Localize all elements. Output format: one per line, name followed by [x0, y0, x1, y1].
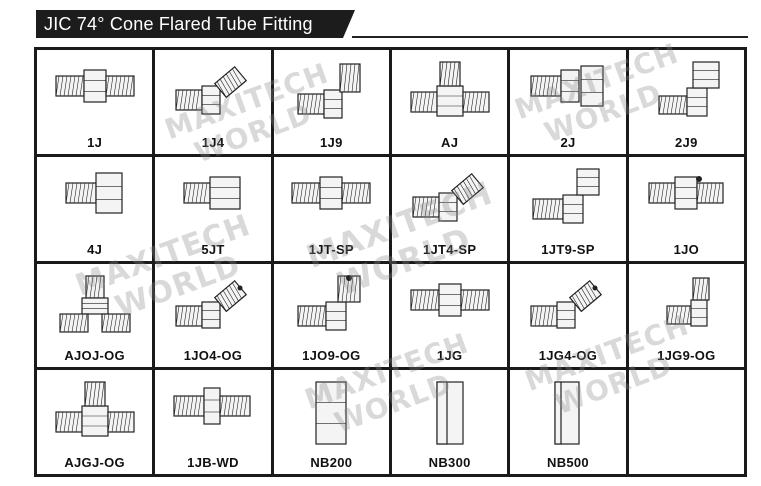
fitting-drawing-icon	[55, 69, 135, 103]
fitting-drawing-icon	[55, 381, 135, 437]
fitting-cell-1jg9-og: 1JG9-OG	[628, 263, 744, 368]
fitting-cell-4j: 4J	[37, 156, 153, 261]
fitting-code-label: NB300	[428, 455, 471, 470]
fitting-cell-1jt4-sp: 1JT4-SP	[392, 156, 508, 261]
fitting-code-label: 1JG9-OG	[657, 348, 716, 364]
fitting-code-label: NB200	[310, 455, 353, 470]
fitting-code-label: 1J	[87, 134, 103, 150]
fitting-cell-1jg4-og: 1JG4-OG	[510, 263, 626, 368]
fitting-cell-ajgj-og: AJGJ-OG	[37, 370, 153, 474]
fitting-drawing-icon	[297, 274, 361, 331]
fitting-drawing-icon	[59, 274, 131, 333]
fitting-drawing-icon	[554, 381, 580, 445]
fitting-cell-nb500: NB500	[510, 370, 626, 474]
fitting-drawing-icon	[532, 168, 600, 224]
fitting-code-label: 1JT-SP	[308, 241, 354, 257]
fitting-code-label: 1JG4-OG	[538, 348, 598, 364]
fitting-cell-1jt-sp: 1JT-SP	[273, 156, 389, 261]
fitting-drawing-icon	[291, 176, 371, 210]
fitting-code-label: AJOJ-OG	[64, 348, 125, 364]
fitting-grid-cells: 1J 1J4 1J9 AJ 2J 2J9 4J 5JT 1JT-SP 1JT4-SP 1JT9-SP…	[37, 50, 744, 474]
fitting-drawing-icon	[173, 387, 251, 425]
fitting-code-label: AJGJ-OG	[64, 455, 125, 470]
page-title: JIC 74° Cone Flared Tube Fitting	[44, 14, 313, 34]
fitting-cell-1jo4-og: 1JO4-OG	[155, 263, 271, 368]
fitting-cell-aj: AJ	[392, 50, 508, 154]
fitting-cell-1jb-wd: 1JB-WD	[155, 370, 271, 474]
fitting-drawing-icon	[315, 381, 347, 445]
fitting-code-label: 1JT9-SP	[541, 241, 595, 257]
fitting-code-label: 2J	[560, 134, 576, 150]
fitting-code-label: NB500	[547, 455, 589, 470]
fitting-drawing-icon	[65, 172, 123, 214]
fitting-catalog-grid: 1J 1J4 1J9 AJ 2J 2J9 4J 5JT 1JT-SP 1JT4-SP 1JT9-SP…	[34, 47, 747, 477]
fitting-drawing-icon	[648, 175, 724, 210]
fitting-cell-nb300: NB300	[392, 370, 508, 474]
header-rule	[352, 36, 748, 38]
fitting-cell-1j: 1J	[37, 50, 153, 154]
fitting-cell-1j4: 1J4	[155, 50, 271, 154]
fitting-drawing-icon	[410, 61, 490, 117]
fitting-drawing-icon	[666, 276, 710, 327]
fitting-code-label: 2J9	[675, 134, 698, 150]
fitting-drawing-icon	[530, 279, 603, 329]
fitting-drawing-icon	[436, 381, 464, 445]
fitting-code-label: 1J9	[320, 134, 343, 150]
fitting-cell-1jt9-sp: 1JT9-SP	[510, 156, 626, 261]
fitting-drawing-icon	[297, 63, 361, 119]
fitting-cell-ajoj-og: AJOJ-OG	[37, 263, 153, 368]
fitting-cell-1jo9-og: 1JO9-OG	[273, 263, 389, 368]
fitting-cell-2j: 2J	[510, 50, 626, 154]
header-bar-background	[30, 10, 355, 38]
fitting-code-label: 1J4	[201, 134, 225, 150]
fitting-code-label: 1JT4-SP	[422, 241, 477, 257]
fitting-code-label: 5JT	[201, 241, 225, 257]
fitting-drawing-icon	[658, 61, 720, 117]
fitting-cell-1jo: 1JO	[628, 156, 744, 261]
fitting-cell-1j9: 1J9	[273, 50, 389, 154]
fitting-cell-1jg: 1JG	[392, 263, 508, 368]
fitting-code-label: 1JO9-OG	[302, 348, 361, 364]
fitting-drawing-icon	[183, 176, 241, 210]
fitting-code-label: 1JO4-OG	[183, 348, 243, 364]
fitting-drawing-icon	[175, 65, 248, 115]
fitting-code-label: AJ	[441, 134, 459, 150]
fitting-drawing-icon	[175, 279, 248, 329]
fitting-cell-5jt: 5JT	[155, 156, 271, 261]
fitting-drawing-icon	[412, 172, 484, 222]
fitting-drawing-icon	[530, 65, 604, 107]
header-bar: JIC 74° Cone Flared Tube Fitting	[30, 10, 355, 38]
fitting-drawing-icon	[410, 282, 490, 317]
fitting-cell-nb200: NB200	[273, 370, 389, 474]
fitting-code-label: 4J	[87, 241, 103, 257]
fitting-cell-2j9: 2J9	[628, 50, 744, 154]
fitting-cell-empty	[628, 370, 744, 474]
fitting-code-label: 1JO	[673, 241, 700, 257]
fitting-code-label: 1JG	[436, 348, 463, 364]
fitting-code-label: 1JB-WD	[187, 455, 239, 470]
